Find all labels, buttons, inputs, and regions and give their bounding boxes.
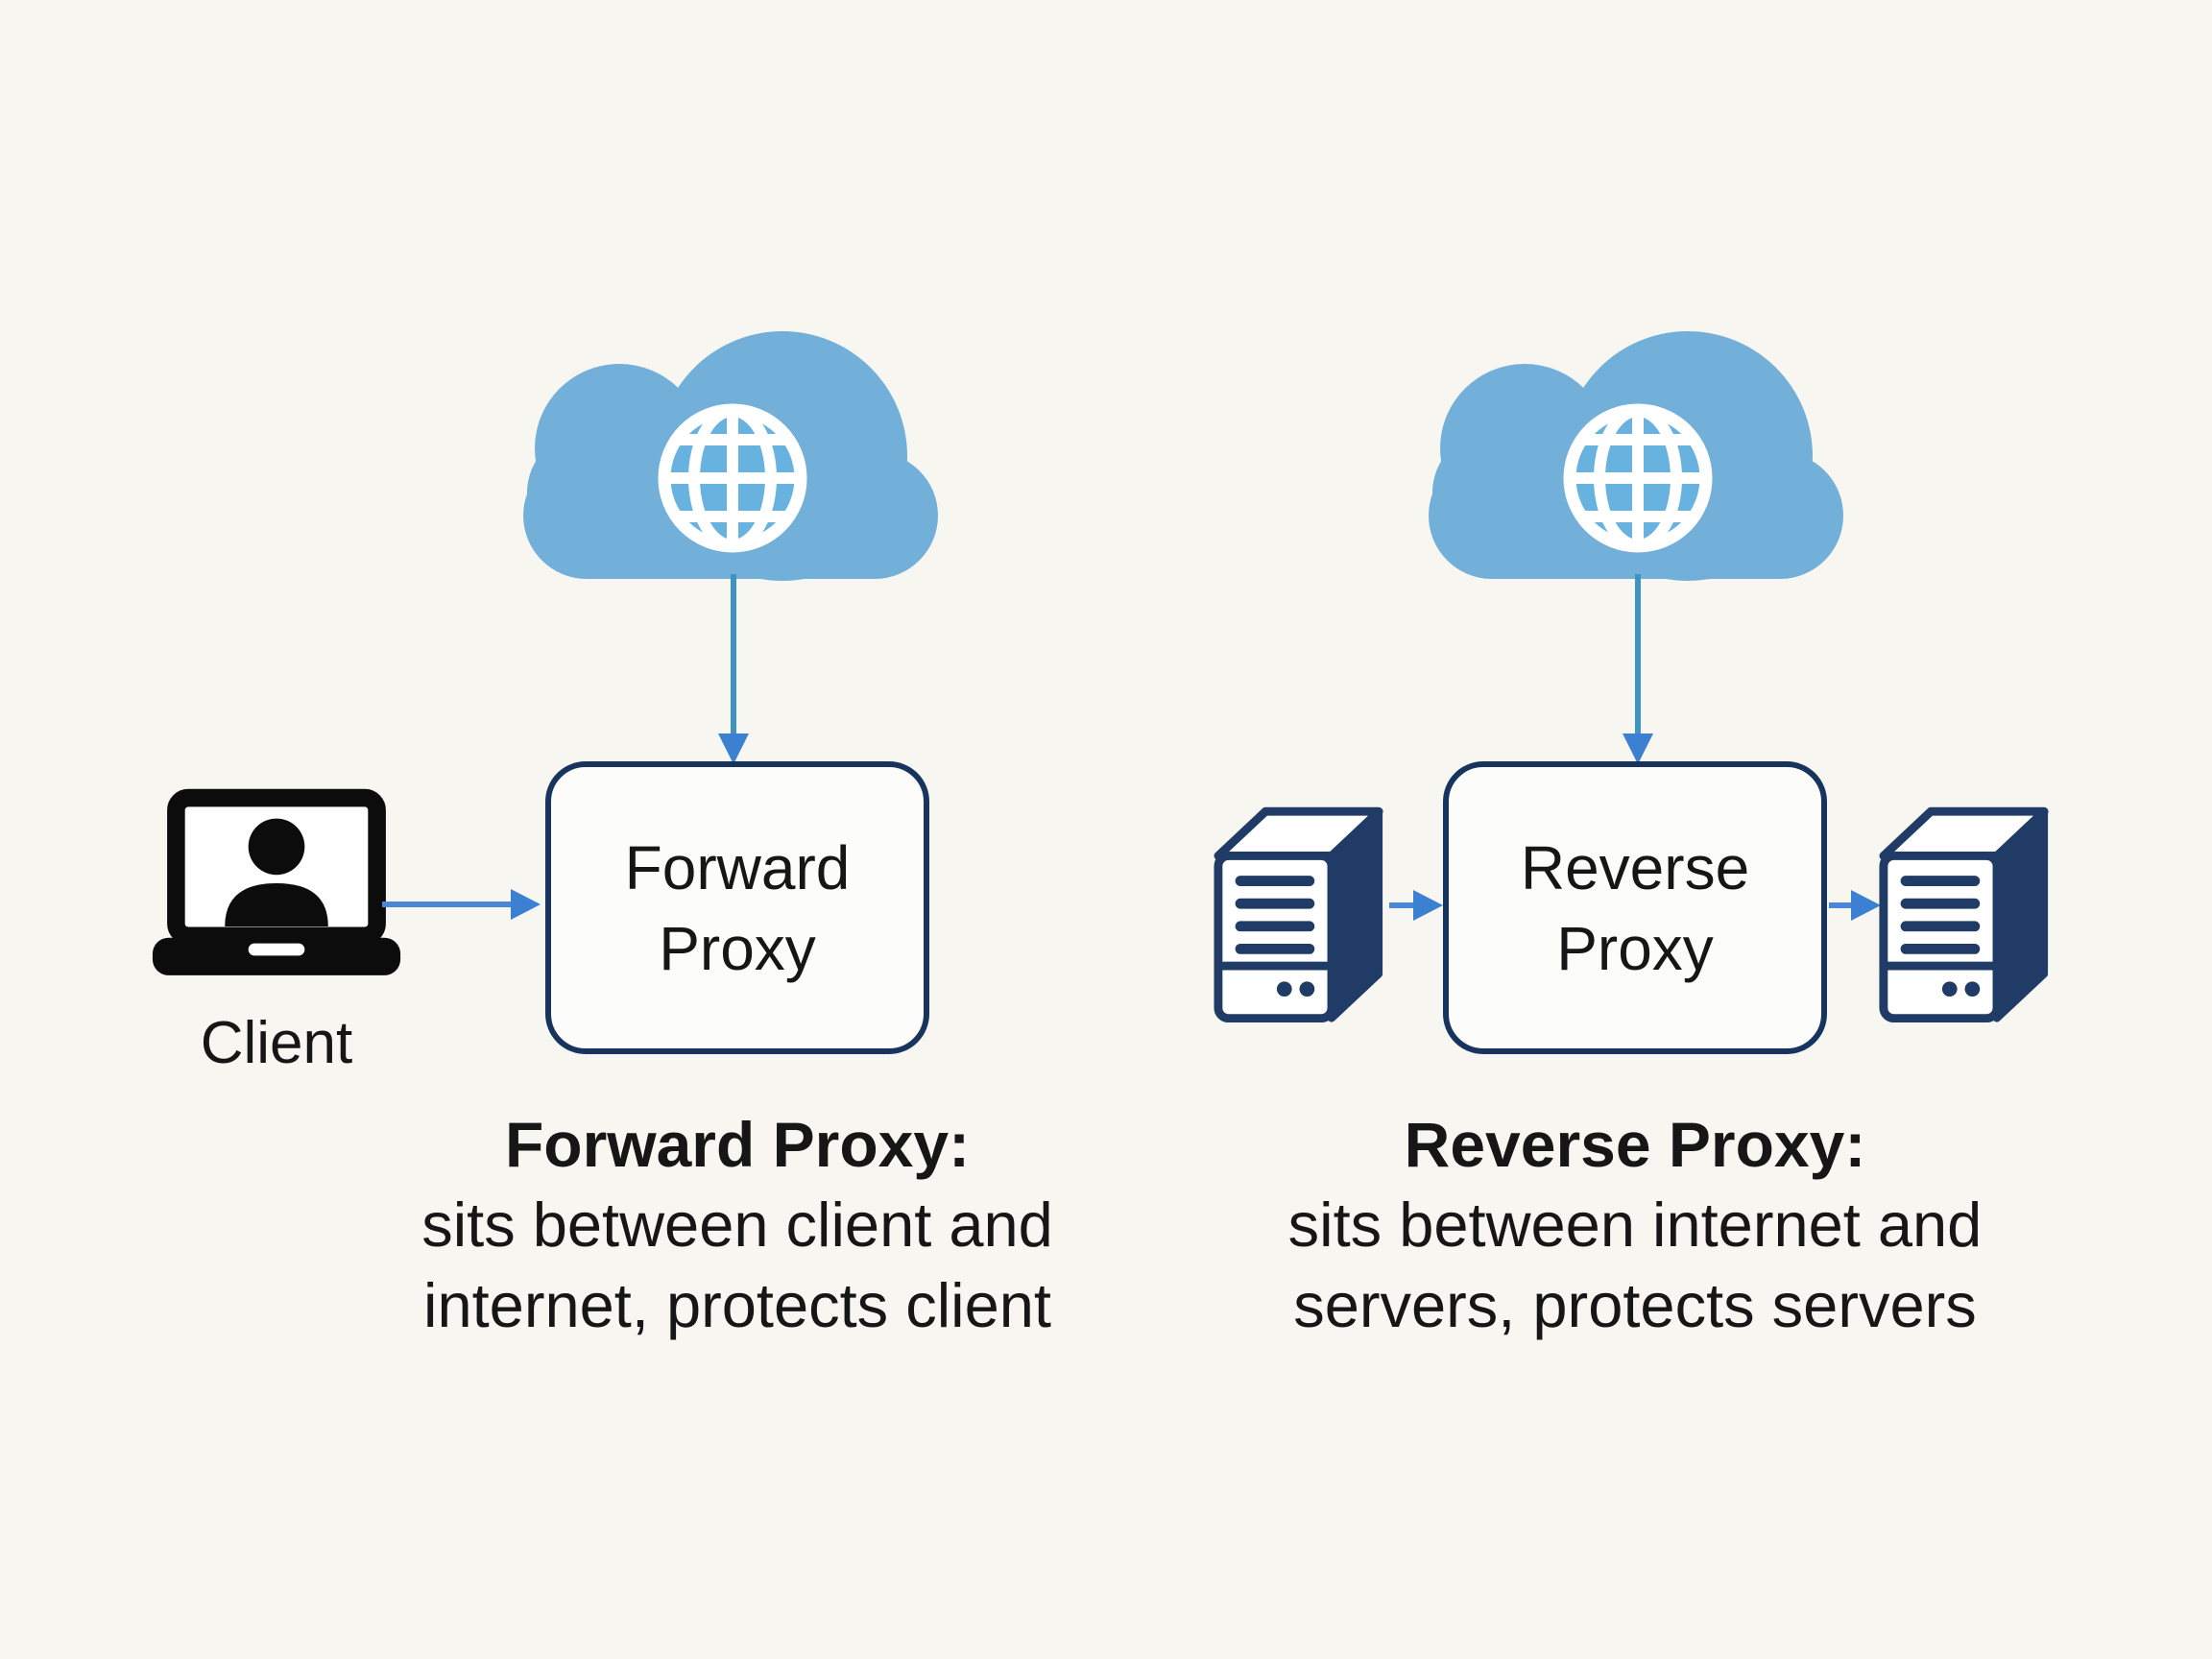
- arrow-reverse-proxy-to-server-stem: [1829, 902, 1854, 908]
- arrow-cloud-to-reverse-proxy-head: [1623, 733, 1653, 764]
- server-icon-right: [1878, 803, 2053, 1023]
- reverse-proxy-caption-line2: servers, protects servers: [1293, 1270, 1977, 1340]
- forward-proxy-caption-line2: internet, protects client: [423, 1270, 1051, 1340]
- client-label: Client: [200, 1010, 353, 1076]
- user-shoulders-icon: [225, 883, 328, 927]
- reverse-proxy-box-label-line1: Reverse: [1520, 832, 1750, 902]
- forward-proxy-box: Forward Proxy: [545, 761, 929, 1054]
- globe-icon: [658, 403, 807, 553]
- forward-proxy-box-label-line1: Forward: [624, 832, 851, 902]
- arrow-client-to-forward-proxy-stem: [382, 902, 513, 907]
- forward-proxy-caption: Forward Proxy: sits between client and i…: [373, 1104, 1102, 1346]
- arrow-cloud-to-forward-proxy-stem: [731, 574, 736, 735]
- forward-proxy-box-label-line2: Proxy: [659, 913, 816, 983]
- arrow-server-to-reverse-proxy-stem: [1389, 902, 1416, 908]
- reverse-proxy-box-label-line2: Proxy: [1556, 913, 1714, 983]
- forward-proxy-caption-title: Forward Proxy:: [504, 1109, 971, 1180]
- arrow-client-to-forward-proxy-head: [511, 889, 541, 920]
- internet-cloud-icon-left: [514, 331, 946, 581]
- internet-cloud-icon-right: [1419, 331, 1851, 581]
- server-icon-left: [1213, 803, 1387, 1023]
- arrow-reverse-proxy-to-server-head: [1851, 890, 1881, 921]
- forward-proxy-caption-line1: sits between client and: [421, 1190, 1053, 1260]
- arrow-cloud-to-reverse-proxy-stem: [1635, 574, 1641, 735]
- user-head-icon: [248, 818, 305, 876]
- reverse-proxy-caption-title: Reverse Proxy:: [1404, 1109, 1866, 1180]
- reverse-proxy-box: Reverse Proxy: [1443, 761, 1827, 1054]
- globe-icon: [1563, 403, 1713, 553]
- client-laptop-icon: [150, 787, 403, 982]
- reverse-proxy-caption-line1: sits between internet and: [1287, 1190, 1983, 1260]
- arrow-cloud-to-forward-proxy-head: [718, 733, 749, 764]
- reverse-proxy-caption: Reverse Proxy: sits between internet and…: [1270, 1104, 2000, 1346]
- arrow-server-to-reverse-proxy-head: [1413, 890, 1443, 921]
